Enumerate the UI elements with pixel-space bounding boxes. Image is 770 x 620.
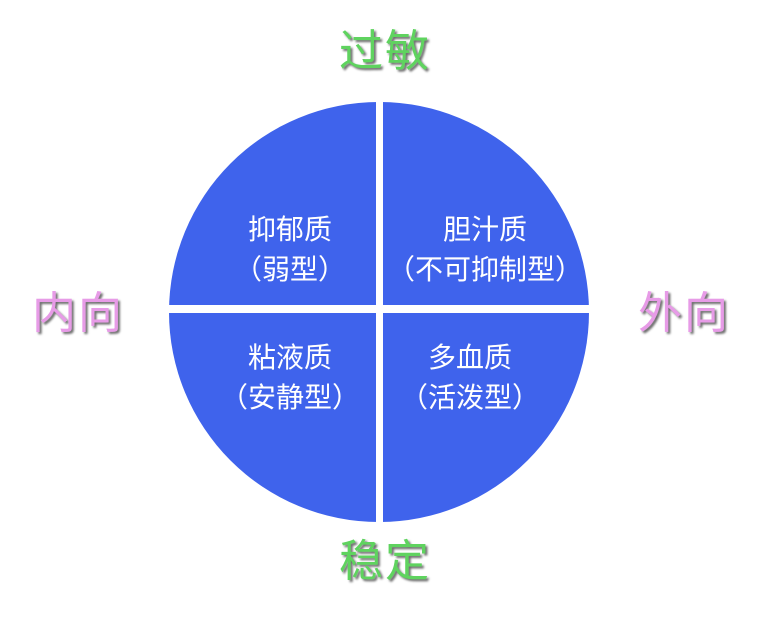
horizontal-divider: [160, 305, 600, 313]
quadrant-top-left: 抑郁质 （弱型）: [205, 210, 375, 290]
quadrant-name: 多血质: [427, 341, 512, 374]
quadrant-top-right: 胆汁质 （不可抑制型）: [380, 210, 590, 290]
axis-label-left: 内向: [32, 288, 124, 339]
quadrant-type: （活泼型）: [399, 381, 540, 414]
quadrant-type: （安静型）: [219, 381, 360, 414]
quadrant-name: 粘液质: [247, 341, 332, 374]
quadrant-name: 胆汁质: [442, 213, 527, 246]
quadrant-type: （不可抑制型）: [386, 253, 583, 286]
quadrant-name: 抑郁质: [247, 213, 332, 246]
axis-label-top: 过敏: [339, 26, 431, 77]
quadrant-type: （弱型）: [233, 253, 346, 286]
quadrant-bottom-left: 粘液质 （安静型）: [205, 338, 375, 418]
axis-label-right: 外向: [638, 288, 730, 339]
axis-label-bottom: 稳定: [339, 536, 431, 587]
quadrant-bottom-right: 多血质 （活泼型）: [385, 338, 555, 418]
